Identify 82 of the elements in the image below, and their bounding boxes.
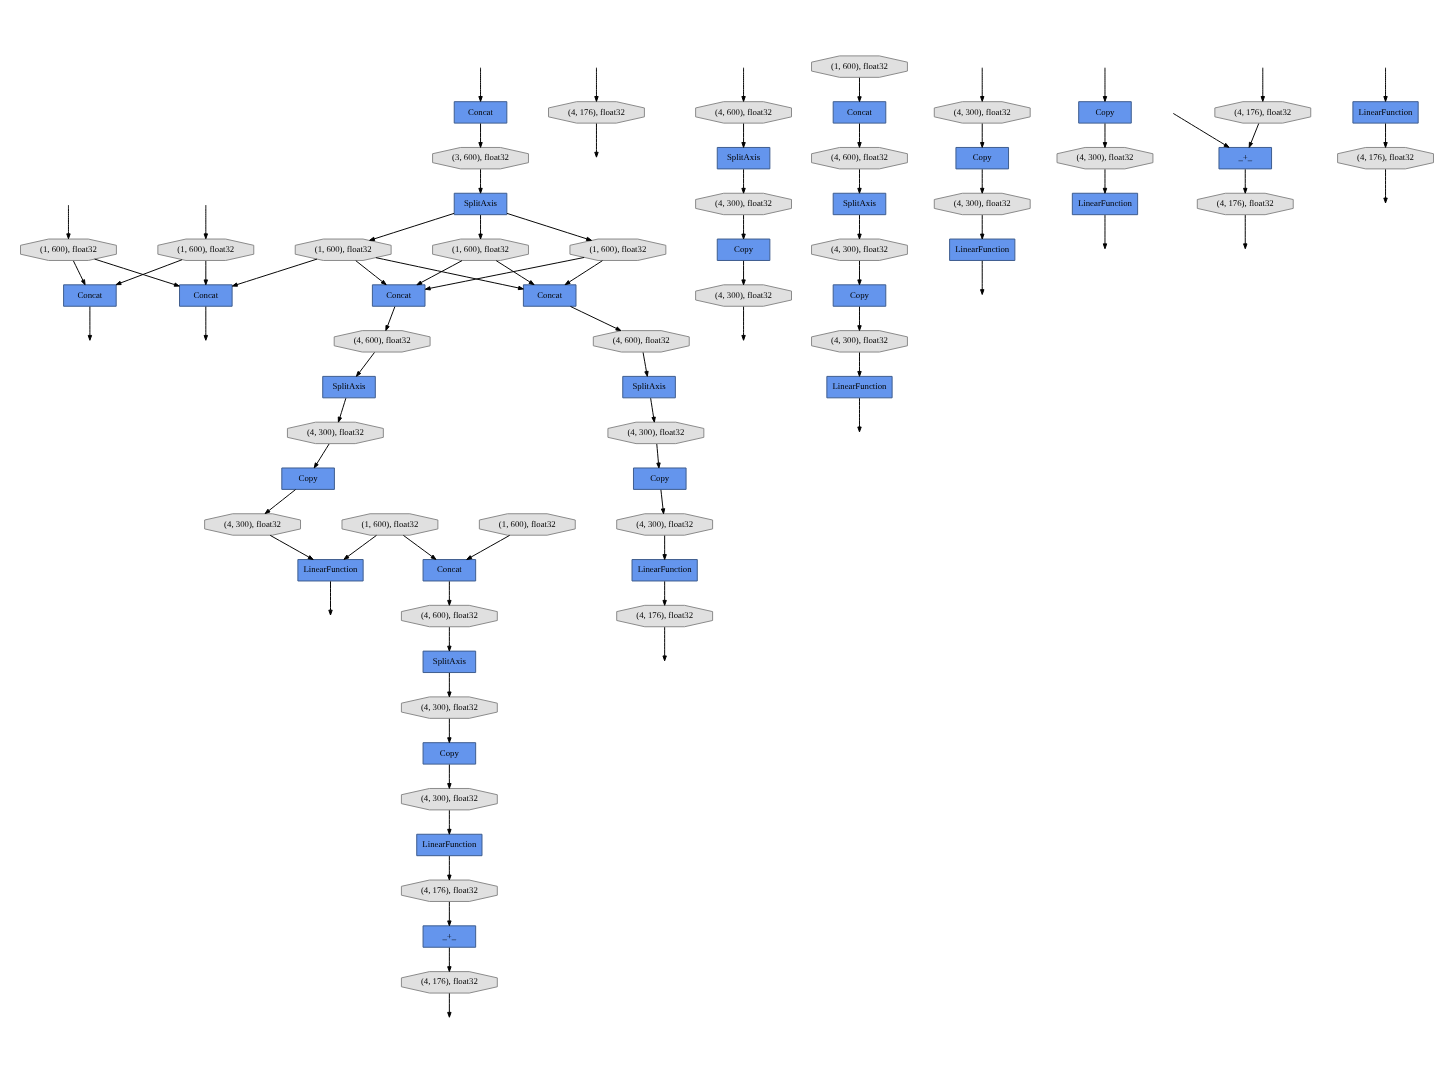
arrow xyxy=(1243,214,1248,250)
arrow xyxy=(447,580,452,606)
arrow xyxy=(402,534,437,560)
arrow xyxy=(650,397,656,423)
arrow xyxy=(447,764,452,789)
arrow xyxy=(741,67,746,102)
arrow xyxy=(564,260,603,286)
arrow xyxy=(506,212,592,241)
arrow xyxy=(203,204,208,240)
arrow xyxy=(87,306,93,341)
arrow xyxy=(337,397,347,423)
arrow xyxy=(1383,123,1388,148)
arrow xyxy=(478,123,483,148)
arrow xyxy=(857,168,862,194)
arrow xyxy=(355,352,375,377)
arrow xyxy=(857,352,862,377)
arrow xyxy=(495,260,535,286)
arrow xyxy=(94,258,180,287)
arrow xyxy=(424,257,585,291)
arrow xyxy=(466,534,511,560)
arrow xyxy=(72,260,86,286)
arrow xyxy=(478,67,483,102)
arrow xyxy=(447,626,452,652)
arrow xyxy=(741,123,746,148)
arrow xyxy=(478,214,483,240)
arrow xyxy=(857,214,862,240)
arrow xyxy=(857,260,862,286)
arrow xyxy=(385,306,396,332)
arrow xyxy=(980,214,985,240)
arrow xyxy=(741,306,746,341)
arrow xyxy=(447,901,452,927)
arrow xyxy=(66,204,71,240)
arrow xyxy=(741,260,746,286)
arrow xyxy=(447,947,452,973)
arrow xyxy=(857,77,862,103)
arrow xyxy=(1102,67,1108,102)
arrow xyxy=(447,809,452,835)
arrow xyxy=(328,580,333,616)
arrow xyxy=(231,258,318,287)
arrow xyxy=(1260,67,1265,102)
arrow xyxy=(662,535,667,560)
arrow xyxy=(447,855,452,881)
arrow xyxy=(269,534,314,560)
arrow xyxy=(662,626,667,662)
arrow xyxy=(1102,214,1108,250)
arrow xyxy=(741,214,746,240)
arrow xyxy=(1383,168,1388,204)
arrow xyxy=(313,443,330,469)
arrow xyxy=(355,260,387,286)
arrow xyxy=(115,259,183,286)
arrow xyxy=(447,992,452,1018)
arrow xyxy=(416,260,463,286)
arrow xyxy=(857,397,862,433)
arrow xyxy=(203,306,208,341)
arrow xyxy=(369,212,455,241)
arrow xyxy=(203,260,208,286)
arrow xyxy=(1383,67,1388,102)
arrow xyxy=(980,260,985,295)
arrow xyxy=(570,305,622,332)
arrow xyxy=(980,123,985,148)
arrow xyxy=(478,168,483,194)
arrow xyxy=(1172,112,1230,148)
arrow xyxy=(375,257,524,291)
arrow xyxy=(1248,123,1260,148)
arrow xyxy=(343,534,377,560)
arrow xyxy=(594,123,599,158)
arrow xyxy=(1102,168,1108,194)
arrow xyxy=(857,123,862,148)
arrow xyxy=(662,580,667,606)
arrow xyxy=(660,489,666,515)
arrow xyxy=(741,168,746,194)
arrow xyxy=(857,306,862,332)
arrow xyxy=(264,489,296,515)
arrow xyxy=(980,67,985,102)
arrow xyxy=(1243,168,1248,194)
arrow xyxy=(1102,123,1108,148)
arrow xyxy=(642,352,649,377)
arrow xyxy=(447,672,452,698)
arrow xyxy=(594,67,599,102)
arrow xyxy=(447,718,452,744)
arrow xyxy=(656,443,661,469)
arrow xyxy=(980,168,985,194)
